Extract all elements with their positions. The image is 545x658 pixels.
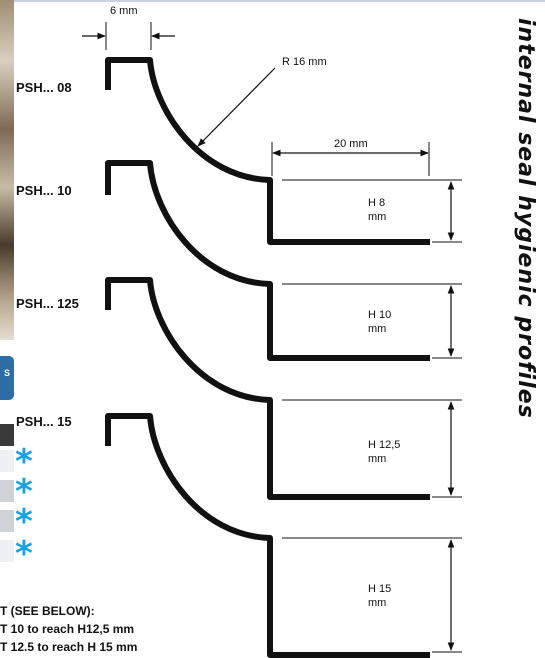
note-line: T (SEE BELOW): — [0, 604, 95, 618]
profile-label: PSH... 08 — [16, 80, 72, 95]
height-label-unit: mm — [368, 453, 386, 465]
badge-text: S — [3, 368, 10, 378]
radius-leader — [197, 67, 276, 147]
height-label: H 12,5 — [368, 439, 400, 451]
radius-label: R 16 mm — [282, 56, 327, 68]
table-cell — [0, 510, 14, 532]
top-border — [0, 0, 545, 2]
width-dimension-label: 6 mm — [110, 5, 138, 17]
table-cell-header — [0, 424, 14, 446]
height-label: H 10 — [368, 309, 391, 321]
height-label-unit: mm — [368, 323, 386, 335]
height-label: H 15 — [368, 583, 391, 595]
asterisk-icon: * — [15, 442, 33, 482]
height-label-unit: mm — [368, 211, 386, 223]
asterisk-icon: * — [15, 502, 33, 542]
table-cell — [0, 540, 14, 562]
product-photo-strip — [0, 0, 14, 340]
profile-label: PSH... 15 — [16, 414, 72, 429]
page-title: internal seal hygienic profiles — [513, 18, 538, 419]
profile-shape — [105, 57, 430, 245]
profile-label: PSH... 125 — [16, 296, 79, 311]
profile-shape — [105, 277, 430, 500]
length-dimension-label: 20 mm — [334, 138, 368, 150]
asterisk-icon: * — [15, 472, 33, 512]
profile-shape — [105, 160, 430, 361]
height-label: H 8 — [368, 197, 385, 209]
height-label-unit: mm — [368, 597, 386, 609]
vertical-title: internal seal hygienic profiles — [508, 18, 538, 438]
asterisk-icon: * — [15, 534, 33, 574]
table-cell — [0, 480, 14, 502]
note-line: T 12.5 to reach H 15 mm — [0, 640, 138, 654]
table-cell — [0, 450, 14, 472]
profile-label: PSH... 10 — [16, 183, 72, 198]
profile-shape — [105, 413, 430, 658]
badge-icon: S — [0, 356, 14, 400]
note-line: T 10 to reach H12,5 mm — [0, 622, 135, 636]
